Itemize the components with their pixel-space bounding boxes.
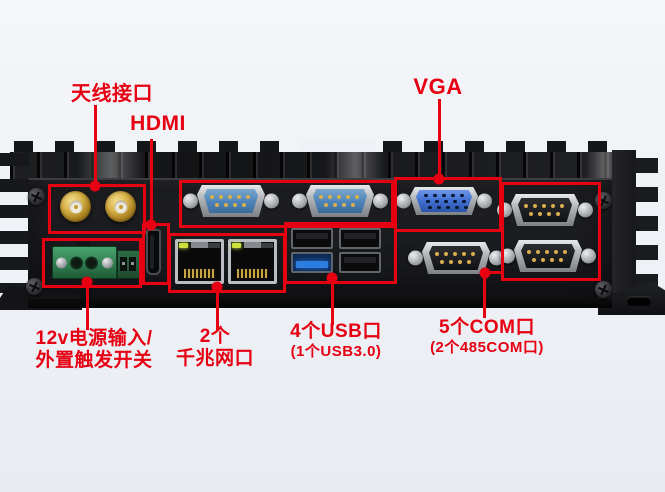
usb2-port bbox=[339, 252, 381, 273]
fin-highlight bbox=[78, 152, 144, 180]
hdmi-label: HDMI bbox=[130, 112, 186, 135]
heatsink-left-fins bbox=[0, 153, 29, 293]
panel-screw bbox=[26, 278, 43, 295]
antenna-leader-dot bbox=[89, 180, 101, 192]
power-callout-box bbox=[42, 238, 142, 288]
chassis-bottom-edge bbox=[28, 299, 612, 308]
com-port-black-1 bbox=[408, 241, 504, 275]
lan-port-1 bbox=[175, 239, 224, 284]
heatsink-right-fins bbox=[634, 158, 658, 294]
hdmi-leader-dot bbox=[145, 219, 157, 231]
vga-callout-box bbox=[394, 177, 502, 232]
hdmi-callout-box bbox=[142, 223, 170, 285]
usb-label-line2: (1个USB3.0) bbox=[290, 343, 382, 360]
com-callout-box bbox=[501, 182, 601, 281]
usb2-port bbox=[291, 228, 333, 249]
terminal-pin-hole bbox=[85, 256, 98, 269]
vga-leader-line bbox=[438, 99, 441, 179]
terminal-latch bbox=[76, 238, 90, 247]
terminal-pin-hole bbox=[70, 256, 83, 269]
usb-leader-line bbox=[331, 277, 334, 325]
com-label-line1: 5个COM口 bbox=[439, 317, 535, 338]
antenna-leader-line bbox=[94, 105, 97, 186]
power-leader-dot bbox=[81, 276, 93, 288]
lan-label-line2: 千兆网口 bbox=[175, 348, 254, 369]
panel-screw bbox=[595, 281, 612, 298]
terminal-pin-hole bbox=[120, 257, 127, 271]
lan-label-line1: 2个 bbox=[199, 326, 231, 347]
lan-callout-box bbox=[168, 233, 286, 293]
com-label-line2: (2个485COM口) bbox=[430, 339, 544, 356]
usb-callout-box bbox=[284, 222, 397, 284]
lan-led-window bbox=[208, 243, 220, 248]
com-leader-line bbox=[483, 272, 486, 318]
power-label-line2: 外置触发开关 bbox=[35, 350, 153, 371]
hdmi-leader-line bbox=[150, 139, 153, 225]
vga-label: VGA bbox=[413, 74, 463, 99]
heatsink-teeth-gap bbox=[300, 139, 376, 155]
heatsink-fin-band bbox=[10, 152, 616, 180]
com-leader-connector bbox=[485, 271, 503, 274]
power-leader-line bbox=[86, 281, 89, 330]
serial-blue-callout-box bbox=[179, 180, 394, 228]
lan-led bbox=[179, 243, 188, 248]
usb2-port bbox=[339, 228, 381, 249]
chassis-right-edge bbox=[612, 150, 636, 302]
antenna-callout-box bbox=[48, 184, 146, 234]
usb-leader-dot bbox=[326, 272, 338, 284]
bracket-slot-hole bbox=[626, 296, 652, 306]
lan-led-window bbox=[261, 243, 273, 248]
panel-screw bbox=[28, 188, 45, 205]
com-port-blue-2 bbox=[292, 184, 388, 218]
terminal-screw bbox=[56, 257, 67, 268]
sma-antenna-connector bbox=[60, 191, 91, 222]
com-port-blue-1 bbox=[183, 184, 279, 218]
fin-highlight bbox=[326, 152, 384, 180]
sma-antenna-connector bbox=[105, 191, 136, 222]
lan-port-2 bbox=[228, 239, 277, 284]
lan-led bbox=[232, 243, 241, 248]
terminal-pin-hole bbox=[129, 257, 136, 271]
terminal-screw bbox=[102, 257, 113, 268]
com-port-black-2 bbox=[497, 193, 593, 227]
usb3-port bbox=[291, 252, 333, 273]
vga-port bbox=[396, 184, 492, 218]
lan-leader-dot bbox=[211, 281, 223, 293]
hdmi-port bbox=[146, 229, 161, 275]
com-leader-dot bbox=[479, 267, 491, 279]
power-label-line1: 12v电源输入/ bbox=[35, 328, 153, 349]
lan-leader-line bbox=[216, 286, 219, 330]
vga-leader-dot bbox=[433, 173, 445, 185]
com-port-black-3 bbox=[500, 239, 596, 273]
antenna-label: 天线接口 bbox=[71, 83, 153, 105]
usb-label-line1: 4个USB口 bbox=[290, 321, 382, 342]
